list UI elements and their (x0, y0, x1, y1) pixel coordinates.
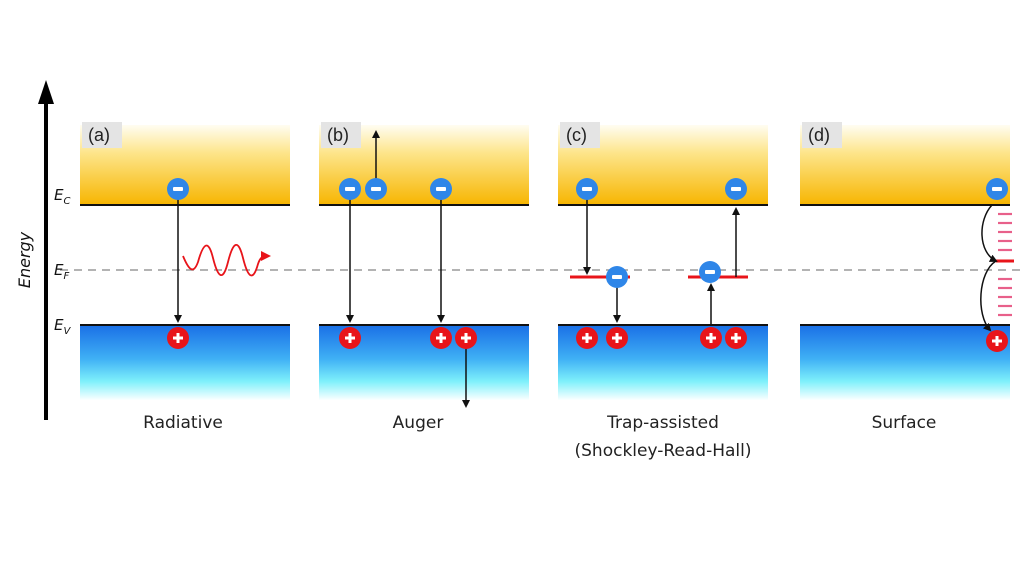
panel-tag: (b) (327, 125, 349, 145)
hole-icon (430, 327, 452, 349)
electron-icon (576, 178, 598, 200)
energy-axis-label: Energy (15, 231, 34, 288)
surface-states (998, 212, 1012, 317)
energy-axis-arrowhead-icon (38, 80, 54, 104)
panel-caption: Trap-assisted (606, 413, 719, 433)
panel-tag-bg (321, 122, 361, 148)
hole-icon (339, 327, 361, 349)
hole-icon (606, 327, 628, 349)
panel-caption-line2: (Shockley-Read-Hall) (575, 441, 752, 461)
panel-c: (c) Trap-assisted (Shockley-Read-Hall) (558, 122, 768, 461)
hole-icon (986, 330, 1008, 352)
panel-a: (a) Radiative (80, 122, 290, 433)
ef-label: EF (54, 261, 69, 282)
panel-b-transitions (346, 130, 470, 408)
energy-axis: Energy (15, 80, 54, 420)
electron-icon (699, 261, 721, 283)
panel-tag: (d) (808, 125, 830, 145)
electron-icon (339, 178, 361, 200)
level-labels: EC EF EV (54, 186, 71, 337)
electron-icon (365, 178, 387, 200)
photon-wave-icon (182, 244, 271, 277)
panel-caption: Radiative (143, 413, 223, 433)
electron-icon (430, 178, 452, 200)
ev-label: EV (54, 316, 71, 337)
hole-icon (167, 327, 189, 349)
panel-d: (d) Surface (800, 122, 1010, 433)
electron-icon (725, 178, 747, 200)
electron-icon (606, 266, 628, 288)
hole-icon (725, 327, 747, 349)
surface-recombination-arrow (980, 260, 997, 332)
panel-d-transitions (980, 204, 1014, 332)
electron-icon (986, 178, 1008, 200)
ec-label: EC (54, 186, 70, 207)
panel-tag-bg (82, 122, 122, 148)
panel-tag: (a) (88, 125, 110, 145)
valence-band (800, 325, 1010, 400)
hole-icon (700, 327, 722, 349)
panel-tag: (c) (566, 125, 587, 145)
panel-a-transitions (174, 197, 271, 323)
electron-icon (167, 178, 189, 200)
panel-tag-bg (802, 122, 842, 148)
panel-c-transitions (570, 197, 748, 324)
panel-tag-bg (560, 122, 600, 148)
surface-capture-arrow (981, 204, 998, 262)
hole-icon (455, 327, 477, 349)
hole-icon (576, 327, 598, 349)
panel-caption: Surface (872, 413, 937, 433)
carriers (167, 178, 1008, 352)
panel-caption: Auger (393, 413, 444, 433)
